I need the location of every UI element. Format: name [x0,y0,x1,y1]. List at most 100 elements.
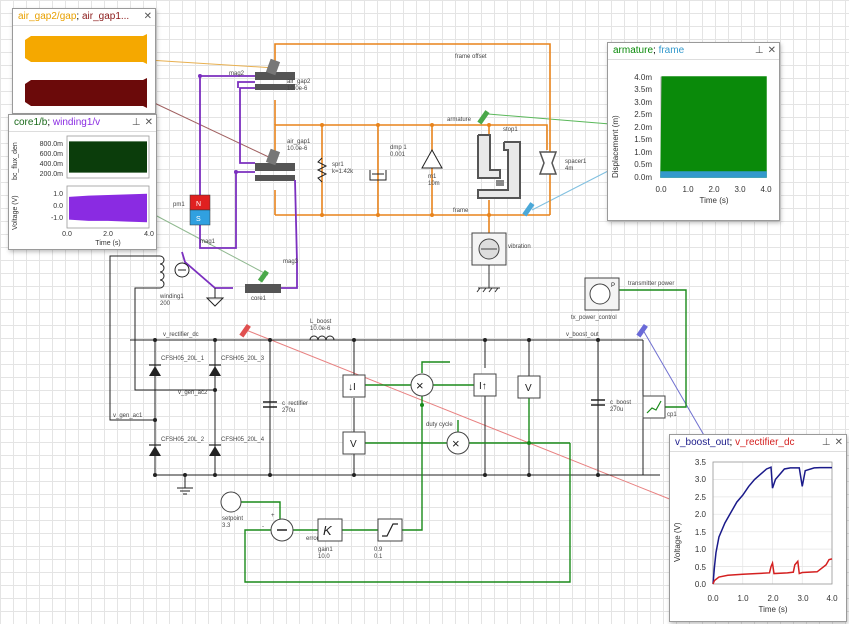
duty-cycle-label: duty cycle [426,422,453,428]
c-boost-value: 270u [610,407,623,413]
winding1-value: 200 [160,301,171,307]
setpoint-source[interactable] [220,491,242,513]
air-gap1[interactable] [255,148,295,181]
boost-plot-frame [712,461,833,585]
close-icon[interactable]: ✕ [767,45,776,56]
armature-plot-window[interactable]: armature; frame ⊥✕ 4.0m 3.5m 3.0m 2.5m 2… [607,42,780,221]
setpoint-name: setpoint [222,516,243,522]
v_boost_out-series-line [712,466,832,585]
frame-series-band [660,171,767,178]
d1-label: CFSH05_20L_1 [161,356,205,362]
tx-power-control[interactable]: P [584,277,620,311]
arm-ytick-5: 1.5m [634,135,652,144]
multiplier-2[interactable]: × [446,431,470,455]
magnetic-nodes [198,74,238,174]
diode-d2[interactable] [149,444,161,456]
winding1-v-series-band [69,193,147,223]
close-icon[interactable]: ✕ [834,437,843,448]
svg-text:×: × [452,436,460,451]
air-gap-plot-window[interactable]: air_gap2/gap; air_gap1... ✕ [12,8,156,114]
magnet-pm1[interactable]: N S [189,194,211,226]
cp1-label: cp1 [667,412,677,418]
boost-window-title[interactable]: v_boost_out; v_rectifier_dc [670,435,846,452]
arm-ytick-0: 4.0m [634,73,652,82]
armature-title-part2: frame [658,45,685,56]
boost-plot-window[interactable]: v_boost_out; v_rectifier_dc ⊥✕ 3.5 3.0 2… [669,434,847,622]
boost-xticks: 0.0 1.0 2.0 3.0 4.0 [707,594,838,603]
current-sensor-in[interactable]: ↓I [342,374,366,398]
ground-icon [205,288,225,307]
core-title-part2: winding1/v [52,117,101,128]
air-gap-title-part2: air_gap1... [81,11,130,22]
air-gap-title-part1: air_gap2/gap [18,11,77,22]
d3-label: CFSH05_20L_3 [221,356,265,362]
air-gap2-series-band [25,34,147,64]
gain-block[interactable]: K [317,518,343,542]
winding-tick-2: -1.0 [51,215,63,222]
core-flux-ylabel: bc_flux_den [12,142,19,180]
boost-probe-icon[interactable] [636,323,648,338]
rectifier-probe-icon[interactable] [239,323,251,338]
core-winding-window-title[interactable]: core1/b; winding1/v [9,115,156,132]
capacitor-c-rectifier[interactable] [263,401,277,408]
vibration-label: vibration [508,244,531,250]
mass-m1[interactable] [421,148,443,169]
arm-xlabel: Time (s) [699,196,728,205]
core-flux-series [69,141,147,173]
pin-icon[interactable]: ⊥ [131,117,141,128]
spring-spr1[interactable] [316,157,328,183]
boost-ytick-4: 1.5 [695,528,707,537]
pin-icon[interactable]: ⊥ [754,45,764,56]
stop1[interactable] [477,134,521,199]
tx-power-control-label: tx_power_control [571,315,617,321]
c-rectifier-value: 270u [282,408,295,414]
voltage-sensor-in[interactable]: V [342,431,366,455]
multiplier-1[interactable]: × [410,373,434,397]
m1-name: m1 [428,174,437,180]
limiter-block[interactable] [377,518,403,542]
core1-b-series-band [69,141,147,173]
diode-d1[interactable] [149,364,161,376]
core-flux-tick-1: 600.0m [40,151,64,158]
frame-probe-icon[interactable] [522,202,535,217]
voltage-sensor-out[interactable]: V [517,375,541,399]
winding1[interactable] [159,255,190,289]
core-winding-plot-window[interactable]: core1/b; winding1/v ⊥✕ 800.0m 600.0m 400… [8,114,157,250]
pin-icon[interactable]: ⊥ [821,437,831,448]
limit-lo: 0.1 [374,554,383,560]
inductor-l-boost[interactable] [309,335,335,341]
armature-plot: 4.0m 3.5m 3.0m 2.5m 2.0m 1.5m 1.0m 0.5m … [611,73,772,205]
core1[interactable] [245,269,281,293]
dmp1-name: dmp 1 [390,145,407,151]
current-sensor-out[interactable]: I↑ [473,373,497,397]
c-boost-name: c_boost [610,400,631,406]
vibration-source[interactable] [471,232,507,266]
close-icon[interactable]: ✕ [144,117,153,128]
air-gap-title-sep: ; [76,11,82,22]
air-gap-window-title[interactable]: air_gap2/gap; air_gap1... [13,9,155,26]
svg-text:↓I: ↓I [348,382,356,393]
air-gap2[interactable] [255,58,295,90]
gain1-name: gain1 [318,547,333,553]
boost-ytick-6: 0.5 [695,563,707,572]
boost-title-sep: ; [729,437,736,448]
diode-d4[interactable] [209,444,221,456]
cp1-block[interactable] [642,395,666,419]
capacitor-c-boost[interactable] [591,399,605,406]
sum-block[interactable] [270,518,294,542]
l-boost-name: L_boost [310,319,332,325]
air-gap1-value: 10.0e-6 [287,146,308,152]
spacer1[interactable] [538,151,558,175]
v-gen-ac1-label: v_gen_ac1 [113,413,143,419]
core-title-part1: core1/b [14,117,48,128]
mag1-label: mag1 [200,239,216,245]
close-icon[interactable]: ✕ [143,11,152,22]
arm-xtick-4: 4.0 [760,185,772,194]
armature-window-title[interactable]: armature; frame [608,43,779,60]
boost-xtick-1: 1.0 [737,594,749,603]
armature-probe-icon[interactable] [477,110,490,125]
damper-dmp1[interactable] [369,170,387,181]
probe-line-air-gap [147,59,276,69]
diode-d3[interactable] [209,364,221,376]
